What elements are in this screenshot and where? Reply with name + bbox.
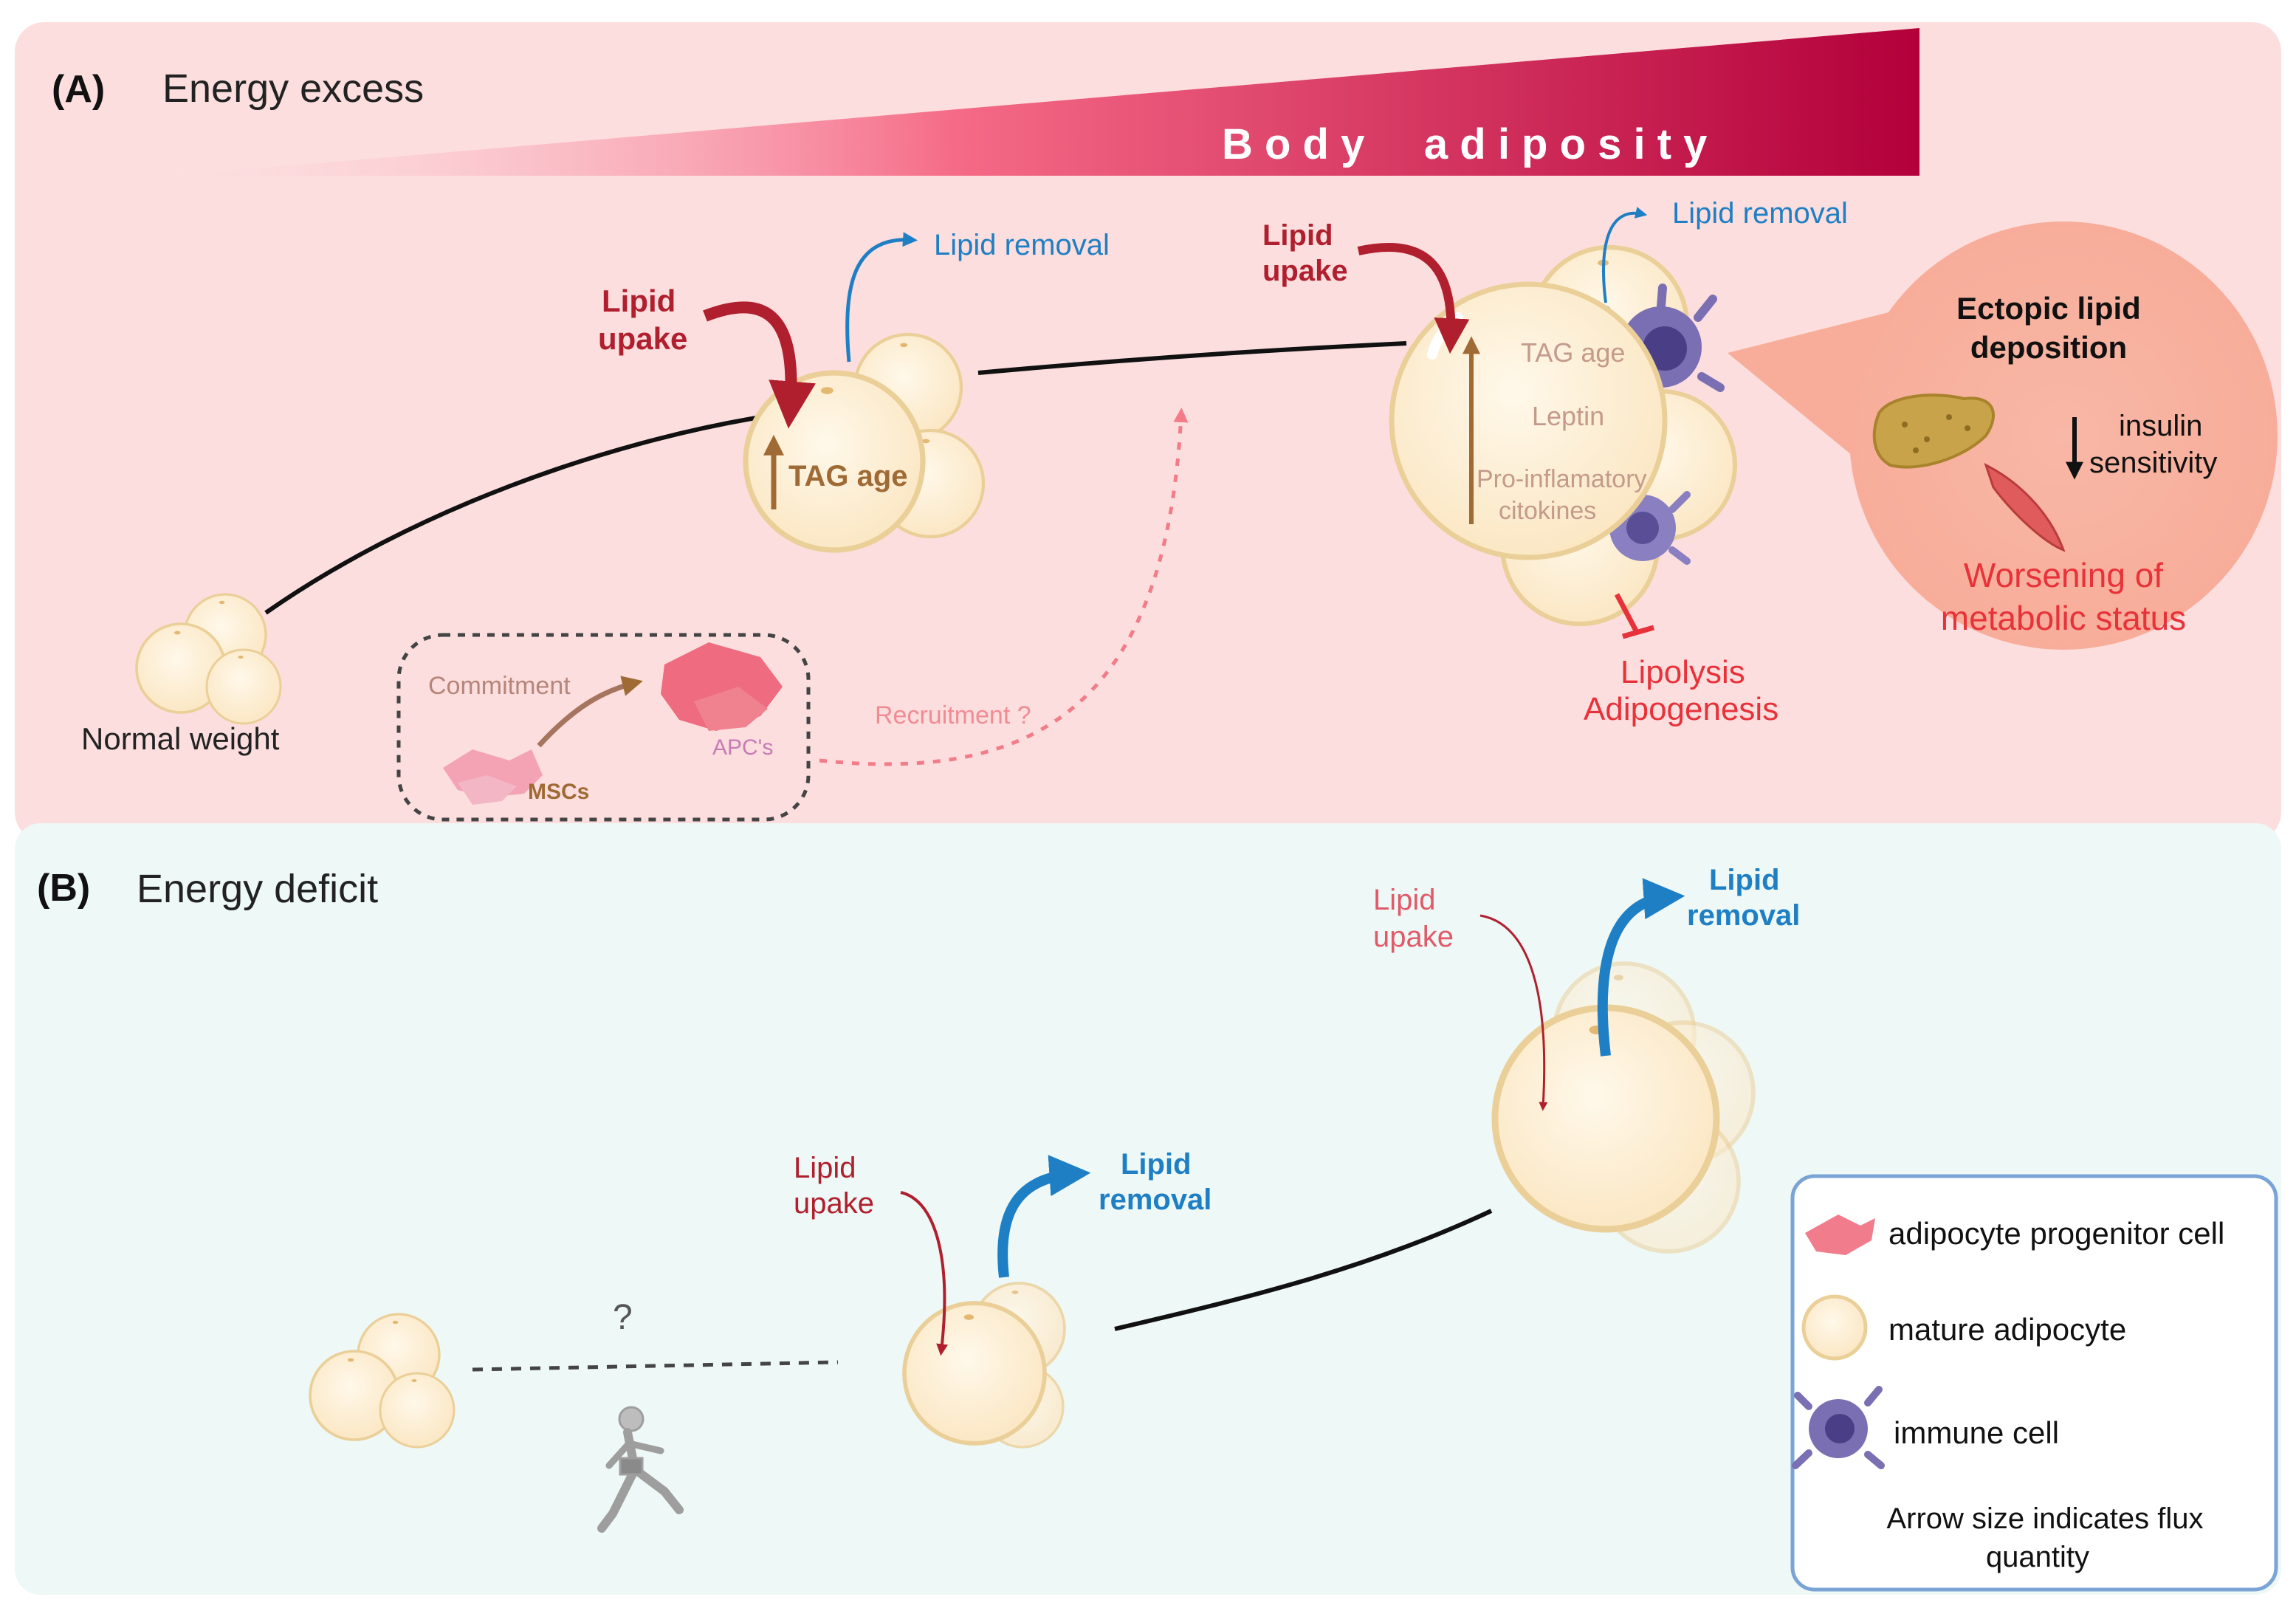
stage1-uptake-label-1: Lipid	[602, 284, 676, 318]
stage2-cytokines-label-1: Pro-inflamatory	[1477, 465, 1647, 493]
legend-note-1: Arrow size indicates flux	[1886, 1502, 2203, 1535]
adipocyte-icon	[1801, 1294, 1868, 1361]
legend-label-progenitor: adipocyte progenitor cell	[1888, 1216, 2224, 1251]
worsening-label-2: metabolic status	[1941, 599, 2186, 637]
legend-note-2: quantity	[1986, 1541, 2089, 1573]
body-adiposity-gradient	[170, 28, 1919, 176]
legend-label-adipocyte: mature adipocyte	[1888, 1312, 2126, 1347]
trajectory-curve-2	[977, 341, 1407, 375]
runner-icon	[597, 1406, 684, 1533]
stage1-uptake-label-2: upake	[598, 321, 687, 356]
body-adiposity-label: B o d y a d i p o s i t y	[1222, 120, 1707, 168]
trajectory-curve-1	[264, 415, 761, 615]
panel-a-title: Energy excess	[162, 66, 424, 111]
b-stage1-removal-label-1: Lipid	[1121, 1148, 1192, 1181]
b-stage1-removal-arrow	[997, 1155, 1091, 1278]
immune-cell-icon-legend	[1792, 1386, 1885, 1469]
stage2-uptake-label-2: upake	[1262, 255, 1348, 287]
inhibition-line	[1614, 593, 1640, 635]
panel-a: (A) Energy excess B o d y a d i p o s i …	[15, 22, 2281, 842]
question-mark: ?	[613, 1298, 633, 1337]
b-stage1-uptake-label-1: Lipid	[794, 1152, 856, 1184]
panel-b: (B) Energy deficit ? Lipid upake	[15, 823, 2281, 1595]
msc-label: MSCs	[528, 780, 589, 804]
commitment-label: Commitment	[428, 672, 571, 700]
lipolysis-label: Lipolysis	[1620, 654, 1745, 690]
ectopic-title-1: Ectopic lipid	[1956, 291, 2141, 326]
stage2-removal-arrow	[1602, 207, 1648, 303]
b-stage1-uptake-label-2: upake	[794, 1187, 874, 1220]
b-stage1-uptake-arrow	[900, 1191, 949, 1356]
stage2-removal-label: Lipid removal	[1672, 197, 1848, 230]
progenitor-cell-icon	[1805, 1215, 1875, 1255]
panel-b-background	[15, 823, 2281, 1595]
b-stage2-uptake-label-2: upake	[1373, 921, 1454, 953]
commitment-arrow	[537, 676, 643, 748]
ectopic-bubble	[1849, 221, 2278, 650]
inhibition-bar	[1622, 625, 1654, 639]
b-stage2-uptake-label-1: Lipid	[1373, 884, 1436, 916]
stage2-uptake-label-1: Lipid	[1262, 219, 1333, 252]
insulin-label-1: insulin	[2119, 410, 2202, 442]
muscle-icon	[1984, 463, 2066, 552]
legend: adipocyte progenitor cell mature adipocy…	[1790, 1174, 2278, 1592]
recruitment-label: Recruitment ?	[875, 701, 1031, 729]
insulin-label-2: sensitivity	[2089, 447, 2217, 479]
legend-box	[1790, 1174, 2278, 1592]
panel-b-title: Energy deficit	[137, 867, 378, 911]
panel-a-letter: (A)	[52, 68, 105, 111]
normal-weight-label: Normal weight	[81, 721, 280, 756]
adipogenesis-label: Adipogenesis	[1584, 691, 1778, 727]
stage1-tag-label: TAG age	[788, 460, 908, 492]
panel-b-letter: (B)	[37, 867, 90, 910]
b-trajectory-curve	[1114, 1209, 1493, 1331]
stage2-leptin-label: Leptin	[1532, 401, 1604, 431]
b-stage2-removal-label-1: Lipid	[1709, 864, 1780, 896]
legend-label-immune: immune cell	[1894, 1415, 2059, 1450]
worsening-label-1: Worsening of	[1964, 556, 2163, 594]
b-stage2-removal-label-2: removal	[1687, 899, 1800, 932]
stage1-removal-arrow	[845, 232, 918, 363]
stage2-tag-label: TAG age	[1521, 337, 1625, 368]
b-stage1-removal-label-2: removal	[1099, 1184, 1211, 1216]
apc-label: APC's	[712, 735, 773, 760]
b-stage2-uptake-arrow	[1479, 914, 1548, 1111]
msc-cells	[443, 749, 543, 805]
liver-icon	[1872, 394, 1995, 469]
stage2-cytokines-label-2: citokines	[1499, 497, 1596, 525]
b-stage2-removal-arrow	[1597, 878, 1685, 1057]
stage1-removal-label: Lipid removal	[934, 229, 1110, 261]
recruitment-arrow	[819, 408, 1189, 766]
ectopic-title-2: deposition	[1970, 330, 2127, 365]
stage1-uptake-arrow	[703, 301, 816, 429]
progenitor-box	[396, 633, 811, 822]
dashed-link	[472, 1360, 839, 1372]
stage2-uptake-arrow	[1357, 243, 1470, 354]
apc-cells	[661, 642, 783, 731]
